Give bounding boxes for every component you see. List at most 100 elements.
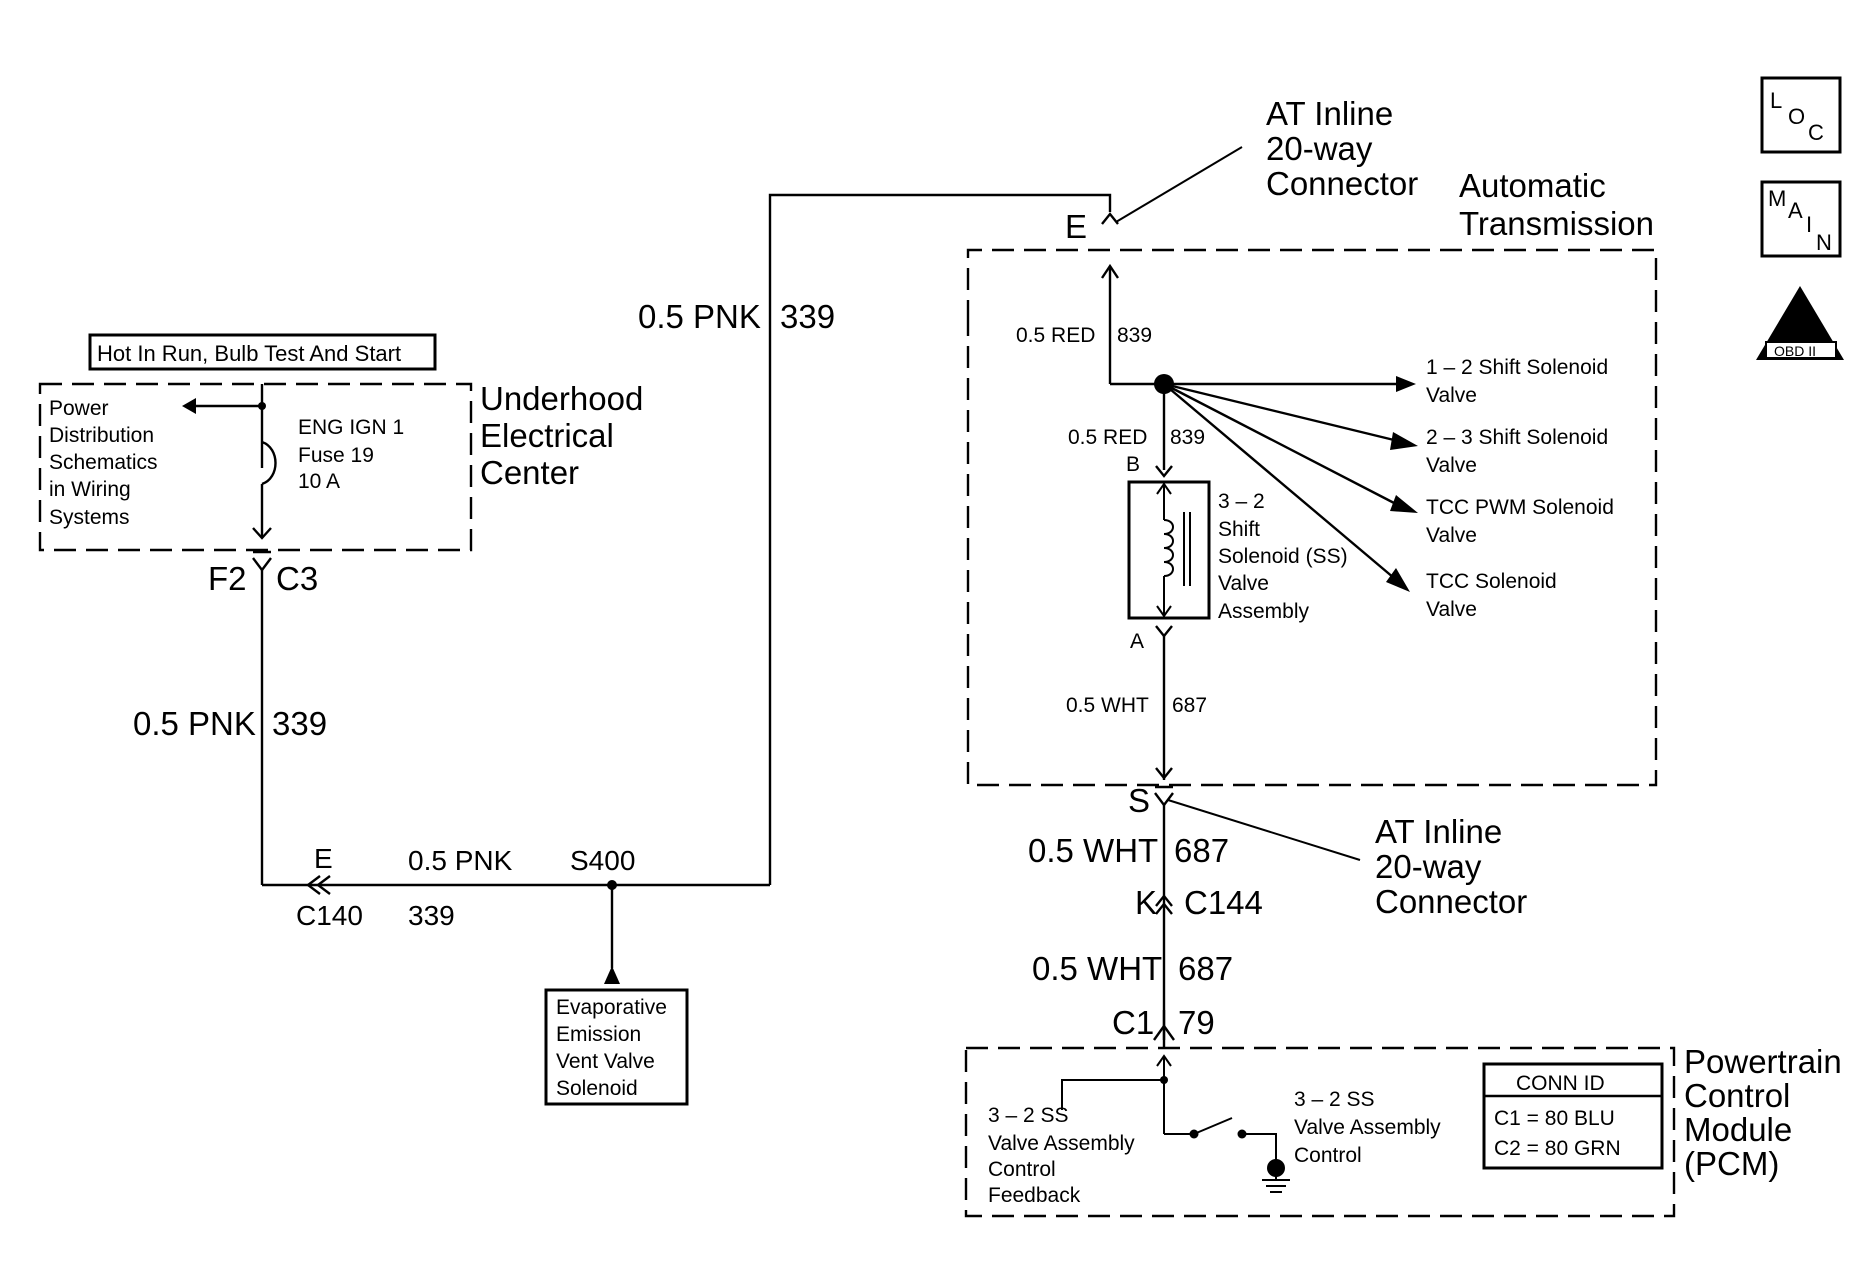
svg-text:Schematics: Schematics xyxy=(49,451,158,474)
evap-vent-solenoid-box: Evaporative Emission Vent Valve Solenoid xyxy=(544,988,689,1106)
svg-text:O: O xyxy=(1788,104,1805,129)
svg-text:TCC Solenoid: TCC Solenoid xyxy=(1426,570,1557,593)
svg-text:Evaporative: Evaporative xyxy=(556,996,667,1019)
arrow-up-icon xyxy=(1101,263,1119,279)
svg-text:Underhood: Underhood xyxy=(480,380,643,417)
connector-c1: C1 79 xyxy=(1112,1004,1215,1041)
svg-text:Center: Center xyxy=(480,454,579,491)
arrow-up-icon xyxy=(604,966,620,984)
svg-text:C2 = 80 GRN: C2 = 80 GRN xyxy=(1494,1137,1621,1160)
svg-text:79: 79 xyxy=(1178,1004,1215,1041)
wire-gauge-label: 0.5 PNK xyxy=(408,845,513,876)
obd-ii-icon[interactable]: II OBD II xyxy=(1756,286,1844,360)
connector-c3: F2 C3 xyxy=(208,550,318,597)
powertrain-control-module: Powertrain Control Module (PCM) 3 – 2 SS… xyxy=(964,1043,1842,1218)
svg-text:OBD II: OBD II xyxy=(1774,343,1816,359)
svg-text:Valve: Valve xyxy=(1426,384,1477,407)
svg-text:Electrical: Electrical xyxy=(480,417,614,454)
arrow-right-icon xyxy=(1390,432,1418,450)
wire-gauge-label: 0.5 WHT xyxy=(1028,832,1158,869)
wire-circuit-label: 687 xyxy=(1178,950,1233,987)
arrow-right-icon xyxy=(1396,376,1416,392)
svg-text:AT Inline: AT Inline xyxy=(1266,95,1393,132)
solenoid-label-1-2: 1 – 2 Shift Solenoid Valve xyxy=(1426,356,1608,407)
loc-icon[interactable]: L O C xyxy=(1760,76,1842,154)
svg-text:0.5 RED: 0.5 RED xyxy=(1016,324,1095,347)
svg-text:Solenoid: Solenoid xyxy=(556,1077,638,1100)
fuse-label: ENG IGN 1 Fuse 19 10 A xyxy=(298,416,404,493)
main-icon[interactable]: M A I N xyxy=(1760,180,1842,258)
svg-text:B: B xyxy=(1126,453,1140,476)
svg-text:Hot In Run, Bulb Test And Star: Hot In Run, Bulb Test And Start xyxy=(97,341,401,366)
shift-solenoid-3-2-assembly: 3 – 2 Shift Solenoid (SS) Valve Assembly xyxy=(1127,480,1348,623)
svg-text:0.5 RED: 0.5 RED xyxy=(1068,426,1147,449)
svg-text:Valve: Valve xyxy=(1426,598,1477,621)
arrow-down-icon xyxy=(252,527,272,540)
wire-gauge-label: 0.5 WHT xyxy=(1032,950,1162,987)
svg-text:Assembly: Assembly xyxy=(1218,600,1310,623)
svg-text:Fuse 19: Fuse 19 xyxy=(298,444,374,467)
svg-text:AT Inline: AT Inline xyxy=(1375,813,1502,850)
svg-text:M: M xyxy=(1768,186,1786,211)
underhood-electrical-center: Underhood Electrical Center Power Distri… xyxy=(38,380,643,552)
svg-text:10 A: 10 A xyxy=(298,470,340,493)
svg-text:C: C xyxy=(1808,120,1824,145)
wire-circuit-label: 339 xyxy=(780,298,835,335)
svg-text:Control: Control xyxy=(1684,1077,1790,1114)
fuse-icon xyxy=(261,440,277,486)
svg-text:Valve Assembly: Valve Assembly xyxy=(1294,1116,1441,1139)
wire-gauge-label: 0.5 PNK xyxy=(638,298,761,335)
svg-text:Automatic: Automatic xyxy=(1459,167,1606,204)
svg-text:E: E xyxy=(1065,208,1087,245)
svg-text:(PCM): (PCM) xyxy=(1684,1145,1779,1182)
solenoid-label-tcc-pwm: TCC PWM Solenoid Valve xyxy=(1426,496,1614,547)
connector-at-inline-bottom: S AT Inline 20-way Connector xyxy=(1128,782,1527,920)
svg-text:Connector: Connector xyxy=(1266,165,1418,202)
svg-text:L: L xyxy=(1770,88,1782,113)
svg-text:I: I xyxy=(1806,212,1812,237)
svg-text:Valve: Valve xyxy=(1426,454,1477,477)
power-distribution-label: Power Distribution Schematics in Wiring … xyxy=(49,397,158,529)
svg-text:Shift: Shift xyxy=(1218,518,1260,541)
arrow-right-icon xyxy=(1386,568,1410,592)
svg-text:A: A xyxy=(1788,198,1803,223)
pcm-control-label: 3 – 2 SS Valve Assembly Control xyxy=(1294,1088,1441,1167)
solenoid-label-tcc: TCC Solenoid Valve xyxy=(1426,570,1557,621)
svg-text:S: S xyxy=(1128,782,1150,819)
svg-text:C140: C140 xyxy=(296,900,363,931)
arrow-right-icon xyxy=(1390,495,1418,513)
connector-at-inline-top: E AT Inline 20-way Connector xyxy=(1065,95,1418,245)
svg-text:Connector: Connector xyxy=(1375,883,1527,920)
hot-in-run-label: Hot In Run, Bulb Test And Start xyxy=(88,333,437,371)
svg-text:C1: C1 xyxy=(1112,1004,1154,1041)
pcm-feedback-label: 3 – 2 SS Valve Assembly Control Feedback xyxy=(988,1104,1135,1207)
coil-icon xyxy=(1163,519,1174,577)
svg-text:3 – 2 SS: 3 – 2 SS xyxy=(988,1104,1069,1127)
arrow-left-icon xyxy=(182,398,196,414)
connector-c140: E C140 xyxy=(296,843,363,931)
svg-text:Control: Control xyxy=(988,1158,1056,1181)
svg-text:Vent Valve: Vent Valve xyxy=(556,1050,655,1073)
svg-text:Distribution: Distribution xyxy=(49,424,154,447)
svg-text:Emission: Emission xyxy=(556,1023,641,1046)
svg-text:F2: F2 xyxy=(208,560,247,597)
svg-text:N: N xyxy=(1816,230,1832,255)
svg-text:K: K xyxy=(1135,884,1157,921)
svg-text:II: II xyxy=(1786,314,1798,339)
svg-text:Feedback: Feedback xyxy=(988,1184,1081,1207)
svg-text:839: 839 xyxy=(1170,426,1205,449)
svg-text:ENG IGN 1: ENG IGN 1 xyxy=(298,416,404,439)
svg-text:687: 687 xyxy=(1172,694,1207,717)
svg-text:TCC PWM Solenoid: TCC PWM Solenoid xyxy=(1426,496,1614,519)
svg-text:Module: Module xyxy=(1684,1111,1792,1148)
wire-gauge-label: 0.5 PNK xyxy=(133,705,256,742)
svg-text:Powertrain: Powertrain xyxy=(1684,1043,1842,1080)
svg-text:Solenoid (SS): Solenoid (SS) xyxy=(1218,545,1348,568)
wire-circuit-label: 687 xyxy=(1174,832,1229,869)
svg-text:E: E xyxy=(314,843,333,874)
switch-icon xyxy=(1193,1117,1233,1135)
splice-s400: S400 xyxy=(570,845,635,984)
svg-text:3 – 2: 3 – 2 xyxy=(1218,490,1265,513)
svg-text:20-way: 20-way xyxy=(1375,848,1482,885)
wire-circuit-label: 339 xyxy=(272,705,327,742)
